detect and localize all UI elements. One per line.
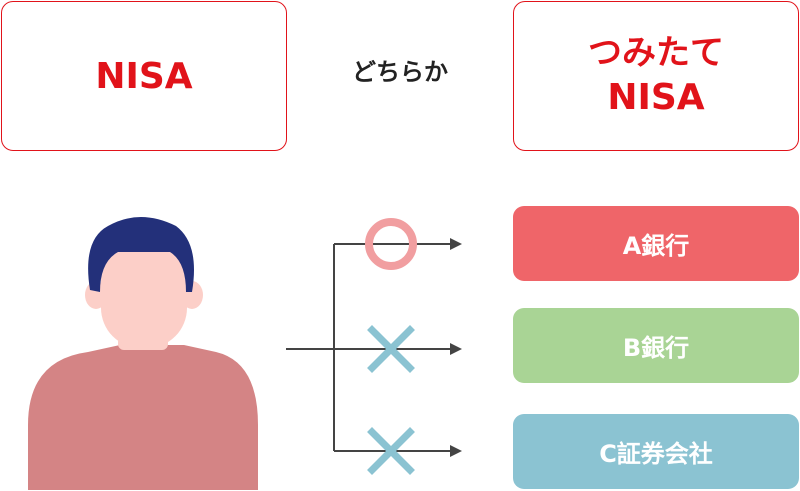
person-face [101,228,187,348]
arrow-heads [450,238,462,457]
ok-circle-mark [365,218,417,270]
institution-c-label: C証券会社 [599,440,713,468]
institution-c-securities: C証券会社 [513,414,799,489]
institution-a-bank: A銀行 [513,206,799,281]
nisa-option-box: NISA [1,1,287,151]
person-icon [28,217,258,490]
person-shirt [28,345,258,490]
person-hair [88,217,194,292]
either-one-label: どちらか [352,58,448,86]
institution-b-bank: B銀行 [513,308,799,383]
tsumitate-label-line2: NISA [607,76,705,118]
cross-mark-c [367,427,415,475]
arrow-head-a [450,238,462,250]
institution-a-label: A銀行 [622,232,690,260]
arrow-head-b [450,343,462,355]
tsumitate-label-line1: つみたて [588,33,724,74]
arrow-head-c [450,445,462,457]
branch-lines [286,243,452,452]
nisa-option-label: NISA [95,55,193,97]
institution-b-label: B銀行 [622,334,690,362]
tsumitate-nisa-option-box: つみたて NISA [513,1,799,151]
cross-mark-b [367,325,415,373]
